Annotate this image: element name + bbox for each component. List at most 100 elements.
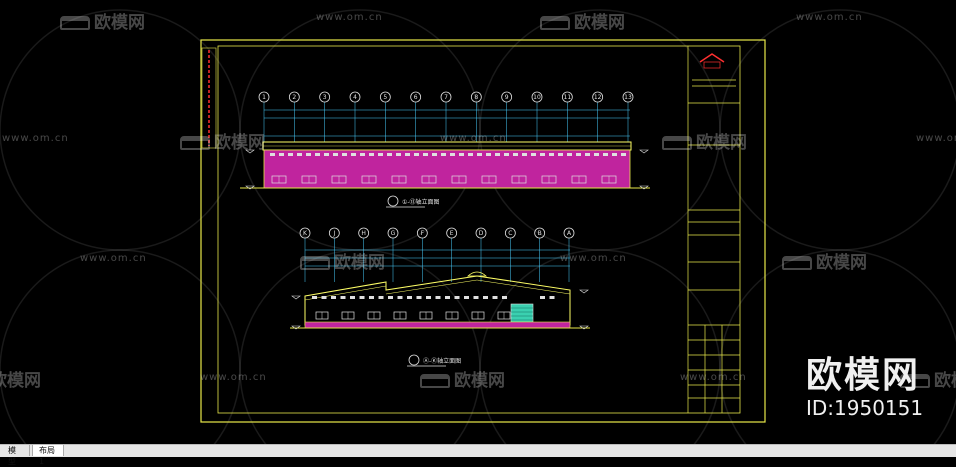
clerestory-window (504, 153, 509, 156)
grid-label: 6 (414, 94, 418, 101)
bottom-windows (312, 296, 555, 320)
clerestory-window (549, 153, 554, 156)
clerestory-window (621, 153, 626, 156)
bottom-elevation-title: Ⓐ-Ⓚ轴立面图 (423, 357, 461, 365)
clerestory-window (312, 296, 317, 299)
clerestory-window (331, 296, 336, 299)
grid-bubble (561, 91, 573, 103)
clerestory-window (441, 153, 446, 156)
clerestory-window (342, 153, 347, 156)
grid-label: 12 (594, 94, 602, 101)
sofa-icon (782, 256, 812, 270)
clerestory-window (459, 153, 464, 156)
clerestory-window (388, 296, 393, 299)
clerestory-window (522, 153, 527, 156)
clerestory-window (594, 153, 599, 156)
watermark-logo: 欧模网 (300, 248, 385, 273)
clerestory-window (473, 296, 479, 299)
clerestory-window (450, 153, 455, 156)
grid-bubble (534, 227, 546, 239)
grid-bubble (504, 227, 516, 239)
grid-label: J (332, 230, 335, 237)
clerestory-window (297, 153, 302, 156)
clerestory-window (445, 296, 450, 299)
clerestory-window (540, 296, 545, 299)
grid-bubble (470, 91, 482, 103)
clerestory-window (468, 153, 473, 156)
watermark-url: www.om.cn (2, 133, 69, 144)
grid-label: D (479, 230, 484, 237)
clerestory-window (513, 153, 518, 156)
clerestory-window (360, 153, 365, 156)
clerestory-window (306, 153, 311, 156)
grid-bubble (349, 91, 361, 103)
grid-label: B (538, 230, 542, 237)
watermark-logo: 欧模网 (420, 366, 505, 391)
clerestory-window (567, 153, 572, 156)
clerestory-window (270, 153, 275, 156)
grid-bubble (299, 227, 311, 239)
clerestory-window (350, 296, 355, 299)
clerestory-window (378, 296, 384, 299)
tab-layout1[interactable]: 布局1 (32, 445, 64, 466)
grid-bubble (440, 91, 452, 103)
sofa-icon (300, 256, 330, 270)
clerestory-window (603, 153, 608, 156)
grid-label: A (567, 230, 572, 237)
brand-id: ID:1950151 (806, 396, 924, 420)
grid-label: 3 (323, 94, 327, 101)
watermark-logo: 欧模网 (662, 128, 747, 153)
grid-label: 1 (262, 94, 266, 101)
clerestory-window (405, 153, 410, 156)
clerestory-window (492, 296, 498, 299)
watermark-logo: 欧模网 (180, 128, 265, 153)
clerestory-window (483, 296, 488, 299)
sofa-icon (662, 136, 692, 150)
grid-bubble (501, 91, 513, 103)
top-windows (270, 153, 626, 184)
grid-bubble (416, 227, 428, 239)
watermark-logo: 欧模网 (540, 8, 625, 33)
clerestory-window (315, 153, 320, 156)
sheet-frame (200, 39, 766, 423)
grid-label: 10 (533, 94, 541, 101)
clerestory-window (531, 153, 536, 156)
grid-label: E (450, 230, 454, 237)
tab-model[interactable]: 模型 (2, 445, 30, 466)
clerestory-window (495, 153, 500, 156)
clerestory-window (576, 153, 581, 156)
clerestory-window (549, 296, 555, 299)
clerestory-window (464, 296, 469, 299)
grid-bubble (319, 91, 331, 103)
grid-bubble (379, 91, 391, 103)
clerestory-window (454, 296, 460, 299)
grid-bubble (446, 227, 458, 239)
clerestory-window (414, 153, 419, 156)
grid-label: C (508, 230, 512, 237)
clerestory-window (416, 296, 422, 299)
clerestory-window (435, 296, 441, 299)
watermark-url: www.om.cn (200, 372, 267, 383)
grid-bubble (531, 91, 543, 103)
clerestory-window (321, 296, 327, 299)
grid-label: 7 (444, 94, 448, 101)
sofa-icon (60, 16, 90, 30)
grid-label: 13 (624, 94, 632, 101)
clerestory-window (407, 296, 412, 299)
clerestory-window (612, 153, 617, 156)
grid-bubble (622, 91, 634, 103)
grid-bubble (258, 91, 270, 103)
brand-overlay: 欧模网 ID:1950151 (806, 356, 924, 421)
clerestory-window (369, 296, 374, 299)
clerestory-window (333, 153, 338, 156)
grid-label: 8 (474, 94, 478, 101)
clerestory-window (378, 153, 383, 156)
watermark-url: www.om.cn (796, 12, 863, 23)
grid-bubble (288, 91, 300, 103)
grid-bubble (475, 227, 487, 239)
clerestory-window (396, 153, 401, 156)
clerestory-window (288, 153, 293, 156)
watermark-url: www.om.cn (440, 133, 507, 144)
